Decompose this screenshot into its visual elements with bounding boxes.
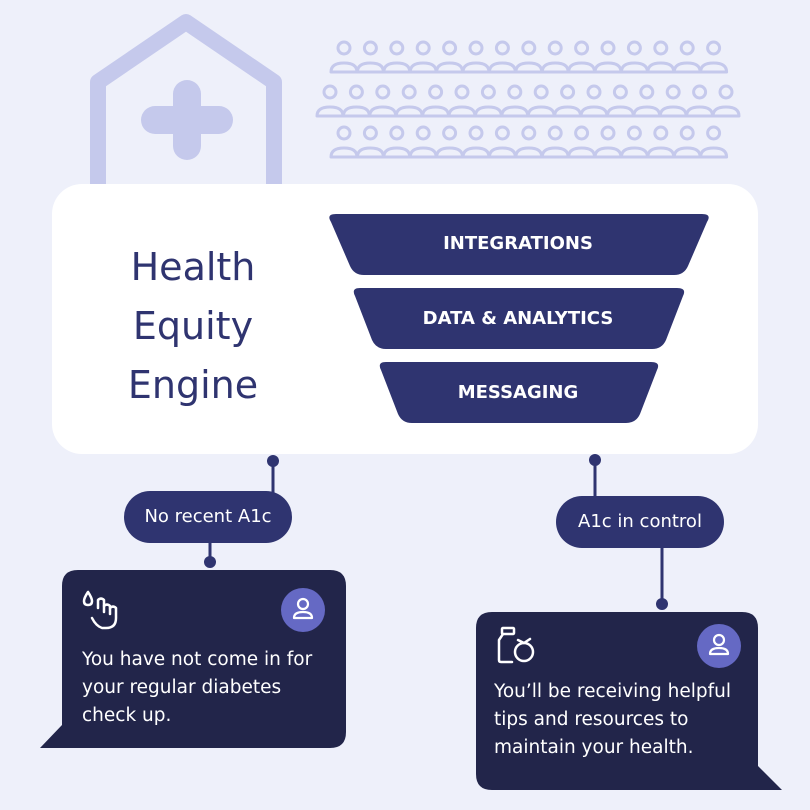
person-head xyxy=(612,84,628,100)
person-head xyxy=(706,125,722,141)
message-left-line-3: check up. xyxy=(82,705,172,726)
person-head xyxy=(547,125,563,141)
message-left-line-1: You have not come in for xyxy=(82,649,313,670)
person-body xyxy=(699,61,729,74)
person-head xyxy=(442,125,458,141)
person-head xyxy=(626,125,642,141)
title-line-2: Equity xyxy=(132,304,254,348)
person-head xyxy=(494,125,510,141)
person-head xyxy=(348,84,364,100)
message-text-right: You’ll be receiving helpful tips and res… xyxy=(494,678,731,762)
person-head xyxy=(574,125,590,141)
person-head xyxy=(547,40,563,56)
person-head xyxy=(718,84,734,100)
page-title: Health Equity Engine xyxy=(108,238,278,415)
person-head xyxy=(336,40,352,56)
person-head xyxy=(507,84,523,100)
user-avatar-right xyxy=(697,624,741,668)
person-head xyxy=(375,84,391,100)
crowd-people-icon xyxy=(315,40,741,159)
cross-horizontal xyxy=(141,106,233,134)
person-head xyxy=(428,84,444,100)
person-head xyxy=(362,40,378,56)
funnel-tier-integrations xyxy=(329,214,709,275)
funnel-label-integrations: INTEGRATIONS xyxy=(443,233,593,254)
funnel-label-messaging: MESSAGING xyxy=(457,382,579,403)
person-body xyxy=(699,146,729,159)
person-head xyxy=(468,125,484,141)
person-head xyxy=(665,84,681,100)
person-head xyxy=(560,84,576,100)
person-head xyxy=(600,125,616,141)
title-line-1: Health xyxy=(130,245,256,289)
medication-bottle-icon xyxy=(497,626,535,664)
branch-pill-no-recent-a1c: No recent A1c xyxy=(124,491,292,543)
blood-drop-finger-prick-icon xyxy=(82,590,118,630)
person-head xyxy=(653,125,669,141)
person-head xyxy=(521,125,537,141)
person-head xyxy=(454,84,470,100)
person-body xyxy=(711,105,741,118)
user-avatar-left xyxy=(281,588,325,632)
person-head xyxy=(639,84,655,100)
person-head xyxy=(586,84,602,100)
connector-right xyxy=(589,454,668,610)
message-right-line-3: maintain your health. xyxy=(494,737,694,758)
person-head xyxy=(533,84,549,100)
message-right-line-1: You’ll be receiving helpful xyxy=(494,681,732,702)
message-text-left: You have not come in for your regular di… xyxy=(82,646,312,730)
person-head xyxy=(468,40,484,56)
funnel-tier-data-analytics xyxy=(353,288,685,349)
person-head xyxy=(362,125,378,141)
connector-left xyxy=(204,455,279,568)
person-head xyxy=(480,84,496,100)
person-head xyxy=(679,40,695,56)
branch-pill-a1c-in-control: A1c in control xyxy=(556,496,724,548)
person-head xyxy=(442,40,458,56)
person-head xyxy=(401,84,417,100)
person-head xyxy=(706,40,722,56)
message-left-line-2: your regular diabetes xyxy=(82,677,282,698)
person-head xyxy=(653,40,669,56)
funnel-label-data-analytics: DATA & ANALYTICS xyxy=(422,308,614,329)
hospital-icon xyxy=(90,14,282,184)
person-head xyxy=(692,84,708,100)
person-head xyxy=(494,40,510,56)
person-head xyxy=(679,125,695,141)
funnel-tier-messaging xyxy=(379,362,659,423)
person-head xyxy=(521,40,537,56)
person-head xyxy=(322,84,338,100)
person-head xyxy=(336,125,352,141)
person-head xyxy=(389,125,405,141)
message-right-line-2: tips and resources to xyxy=(494,709,689,730)
person-head xyxy=(600,40,616,56)
title-line-3: Engine xyxy=(127,363,259,407)
person-head xyxy=(574,40,590,56)
person-head xyxy=(415,40,431,56)
person-head xyxy=(626,40,642,56)
person-head xyxy=(415,125,431,141)
person-head xyxy=(389,40,405,56)
